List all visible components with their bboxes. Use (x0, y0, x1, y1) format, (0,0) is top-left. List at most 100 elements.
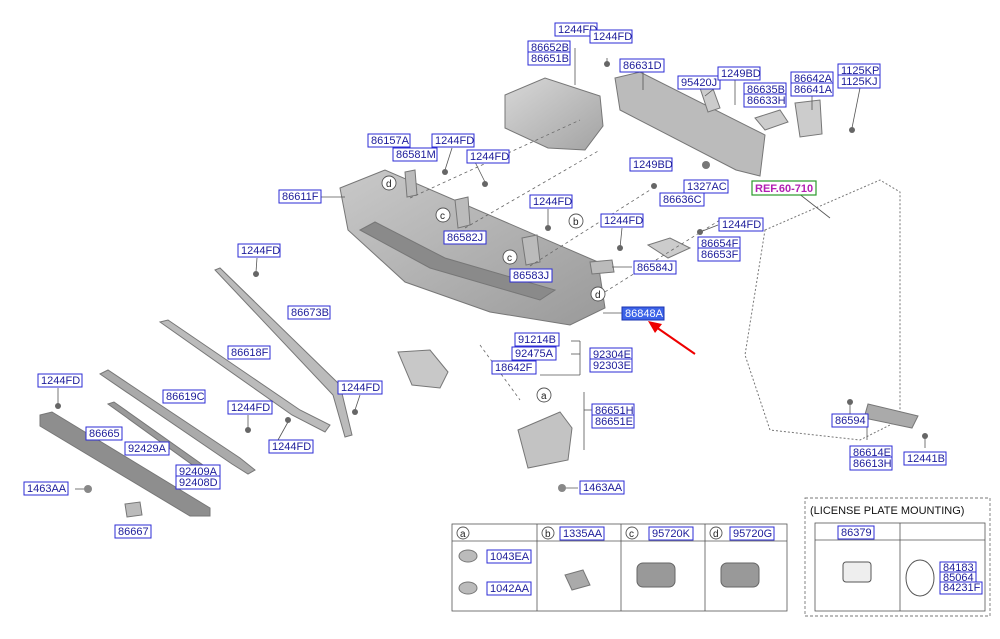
part-label-95420j[interactable]: 95420J (677, 75, 721, 90)
svg-text:86611F: 86611F (282, 191, 319, 203)
part-label-1244fd[interactable]: 1244FD (237, 243, 281, 258)
svg-text:12441B: 12441B (907, 453, 945, 465)
part-label-84231f[interactable]: 84231F (939, 581, 983, 595)
svg-text:1244FD: 1244FD (558, 24, 597, 36)
strip-86618f (158, 319, 331, 433)
table-part-95720k[interactable]: 95720K (648, 526, 694, 541)
svg-text:92429A: 92429A (128, 443, 167, 455)
part-label-86618f[interactable]: 86618F (227, 345, 271, 360)
part-label-1125kj[interactable]: 1125KJ (837, 74, 881, 89)
callout-circle-c: c (502, 249, 518, 265)
svg-text:18642F: 18642F (495, 362, 533, 374)
part-label-86631d[interactable]: 86631D (619, 58, 665, 73)
part-label-1327ac[interactable]: 1327AC (683, 179, 729, 194)
part-label-86611f[interactable]: 86611F (278, 189, 322, 204)
part-label-86635b[interactable]: 86635B (743, 82, 787, 97)
part-label-91214b[interactable]: 91214B (514, 332, 560, 347)
part-label-86633h[interactable]: 86633H (743, 93, 787, 108)
svg-text:1463AA: 1463AA (583, 482, 623, 494)
callout-circle-d: d (381, 175, 397, 191)
part-label-92429a[interactable]: 92429A (124, 441, 170, 456)
part-label-86581m[interactable]: 86581M (392, 147, 438, 162)
svg-text:1244FD: 1244FD (272, 441, 311, 453)
svg-text:84231F: 84231F (943, 582, 981, 594)
rear-bumper-part (339, 169, 606, 326)
table-part-1335aa[interactable]: 1335AA (559, 526, 605, 541)
part-label-1463aa[interactable]: 1463AA (579, 480, 625, 495)
svg-text:86583J: 86583J (513, 270, 549, 282)
svg-text:1335AA: 1335AA (563, 528, 603, 540)
pad-icon (842, 561, 872, 583)
table-col-a: a (456, 526, 470, 540)
table-part-95720g[interactable]: 95720G (729, 526, 775, 541)
part-label-86673b[interactable]: 86673B (287, 305, 331, 320)
part-label-1244fd[interactable]: 1244FD (589, 29, 633, 44)
part-label-85064[interactable]: 85064 (939, 571, 977, 585)
part-label-86619c[interactable]: 86619C (162, 389, 206, 404)
table-part-1043ea[interactable]: 1043EA (486, 549, 532, 564)
part-label-86614e[interactable]: 86614E (849, 445, 893, 460)
part-label-86651e[interactable]: 86651E (591, 414, 635, 429)
svg-text:92409A: 92409A (179, 466, 218, 478)
svg-text:1244FD: 1244FD (241, 245, 280, 257)
part-label-1244fd[interactable]: 1244FD (718, 217, 764, 232)
svg-text:84183: 84183 (943, 562, 974, 574)
part-label-1249bd[interactable]: 1249BD (629, 157, 673, 172)
sensor-icon (720, 562, 760, 588)
part-label-86651b[interactable]: 86651B (527, 51, 571, 66)
part-label-12441b[interactable]: 12441B (903, 451, 947, 466)
corner-cover-part (504, 77, 604, 151)
svg-text:1244FD: 1244FD (41, 375, 80, 387)
part-label-1244fd[interactable]: 1244FD (268, 439, 314, 454)
svg-text:d: d (713, 529, 719, 540)
part-label-92303e[interactable]: 92303E (589, 358, 633, 373)
fastener-icons (55, 61, 928, 493)
ref-label[interactable]: REF.60-710 (751, 180, 817, 196)
table-part-1042aa[interactable]: 1042AA (486, 581, 532, 596)
part-label-86583j[interactable]: 86583J (509, 268, 553, 283)
part-label-1244fd[interactable]: 1244FD (431, 133, 475, 148)
part-label-1244fd[interactable]: 1244FD (337, 380, 383, 395)
part-label-1244fd[interactable]: 1244FD (600, 213, 644, 228)
part-label-86594[interactable]: 86594 (831, 413, 869, 428)
svg-text:86848A: 86848A (625, 308, 664, 320)
part-label-86584j[interactable]: 86584J (633, 260, 677, 275)
part-label-86641a[interactable]: 86641A (790, 82, 834, 97)
svg-text:1249BD: 1249BD (633, 159, 673, 171)
part-label-86613h[interactable]: 86613H (849, 456, 893, 471)
svg-text:86651B: 86651B (531, 53, 569, 65)
part-label-86653f[interactable]: 86653F (697, 247, 741, 262)
part-label-86582j[interactable]: 86582J (443, 230, 487, 245)
part-label-86636c[interactable]: 86636C (659, 192, 705, 207)
callout-circle-c: c (435, 207, 451, 223)
svg-text:86665: 86665 (89, 428, 120, 440)
part-label-18642f[interactable]: 18642F (491, 360, 537, 375)
svg-text:86653F: 86653F (701, 249, 739, 261)
part-label-1244fd[interactable]: 1244FD (37, 373, 83, 388)
part-label-92408d[interactable]: 92408D (175, 475, 221, 490)
part-label-92409a[interactable]: 92409A (175, 464, 221, 479)
part-label-1463aa[interactable]: 1463AA (23, 481, 69, 496)
part-label-1249bd[interactable]: 1249BD (717, 66, 761, 81)
part-label-86667[interactable]: 86667 (114, 524, 152, 539)
callout-circle-a: a (536, 387, 552, 403)
part-label-92475a[interactable]: 92475A (511, 346, 557, 361)
part-label-86848a-highlighted[interactable]: 86848A (621, 306, 665, 321)
part-label-86651h[interactable]: 86651H (591, 403, 635, 418)
svg-text:92304E: 92304E (593, 349, 631, 361)
part-label-1244fd[interactable]: 1244FD (466, 149, 510, 164)
sensor-icon (636, 562, 676, 588)
part-label-1244fd[interactable]: 1244FD (227, 400, 273, 415)
part-label-86379[interactable]: 86379 (837, 525, 875, 540)
svg-text:85064: 85064 (943, 572, 974, 584)
part-label-1244fd[interactable]: 1244FD (554, 22, 598, 37)
part-label-1244fd[interactable]: 1244FD (529, 194, 573, 209)
part-label-84183[interactable]: 84183 (939, 561, 977, 575)
alignment-lines (409, 119, 721, 401)
part-label-1125kp[interactable]: 1125KP (837, 63, 881, 78)
part-label-86665[interactable]: 86665 (85, 426, 123, 441)
bracket-86582j (454, 196, 471, 229)
part-label-86157a[interactable]: 86157A (367, 133, 411, 148)
part-label-86652b[interactable]: 86652B (527, 40, 571, 55)
part-label-86654f[interactable]: 86654F (697, 236, 741, 251)
